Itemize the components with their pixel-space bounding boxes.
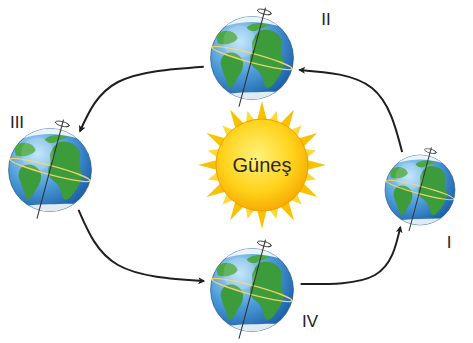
season-label: II — [321, 10, 330, 29]
season-label: III — [10, 113, 24, 132]
label-holder: I — [447, 233, 452, 253]
sun-label: Güneş — [233, 154, 292, 177]
earth-globe — [382, 152, 458, 228]
label-holder: II — [321, 10, 330, 30]
season-label: IV — [302, 312, 318, 331]
sun: Güneş — [197, 100, 327, 230]
earth-globe — [207, 245, 297, 335]
earth-position: II — [207, 13, 297, 103]
orbit-arrow — [300, 70, 403, 152]
label-holder: IV — [302, 312, 318, 332]
earth-globe — [5, 125, 95, 215]
orbit-arrow — [301, 227, 401, 284]
earth-position: IV — [207, 245, 297, 335]
label-holder: III — [10, 113, 24, 133]
earth-position: I — [382, 152, 458, 228]
earth-position: III — [5, 125, 95, 215]
season-label: I — [447, 233, 452, 252]
orbit-arrow — [79, 210, 204, 281]
orbit-arrow — [80, 67, 204, 132]
earth-globe — [207, 13, 297, 103]
